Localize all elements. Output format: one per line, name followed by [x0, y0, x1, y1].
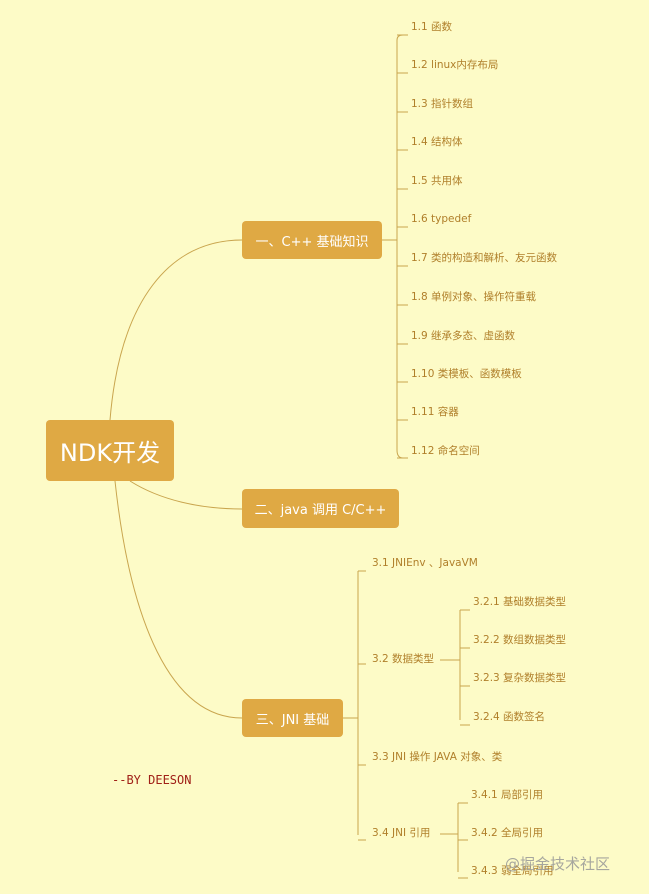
- topic-3-4-1: 3.4.1 局部引用: [471, 789, 544, 801]
- topic-1-7: 1.7 类的构造和解析、友元函数: [411, 252, 558, 264]
- topic-3-1: 3.1 JNIEnv 、JavaVM: [372, 557, 478, 569]
- branch-node-1: 一、C++ 基础知识: [242, 221, 382, 259]
- topic-1-2: 1.2 linux内存布局: [411, 59, 499, 71]
- topic-1-8: 1.8 单例对象、操作符重载: [411, 291, 537, 303]
- topic-1-4: 1.4 结构体: [411, 136, 463, 148]
- topic-3-4-3: 3.4.3 弱全局引用: [471, 865, 554, 877]
- topic-1-6: 1.6 typedef: [411, 213, 472, 225]
- topic-3-2: 3.2 数据类型: [372, 653, 435, 665]
- branch-3-label: 三、JNI 基础: [255, 712, 330, 728]
- watermark: @掘金技术社区: [505, 855, 611, 873]
- topic-1-3: 1.3 指针数组: [411, 98, 474, 110]
- author-signature: --BY DEESON: [112, 773, 192, 787]
- topic-1-12: 1.12 命名空间: [411, 445, 480, 457]
- topic-3-2-1: 3.2.1 基础数据类型: [473, 596, 567, 608]
- topic-1-11: 1.11 容器: [411, 406, 459, 418]
- topic-1-9: 1.9 继承多态、虚函数: [411, 330, 516, 342]
- topic-3-2-4: 3.2.4 函数签名: [473, 711, 546, 723]
- root-node: NDK开发: [46, 420, 174, 481]
- topic-3-2-3: 3.2.3 复杂数据类型: [473, 672, 567, 684]
- topic-1-5: 1.5 共用体: [411, 175, 463, 187]
- branch-2-label: 二、java 调用 C/C++: [254, 503, 387, 518]
- branch-node-2: 二、java 调用 C/C++: [242, 489, 399, 528]
- topic-3-2-2: 3.2.2 数组数据类型: [473, 634, 567, 646]
- topic-1-10: 1.10 类模板、函数模板: [411, 368, 522, 380]
- topic-1-1: 1.1 函数: [411, 21, 453, 33]
- root-label: NDK开发: [59, 439, 161, 467]
- topic-3-4: 3.4 JNI 引用: [372, 827, 431, 839]
- topic-3-3: 3.3 JNI 操作 JAVA 对象、类: [372, 751, 503, 763]
- topic-3-4-2: 3.4.2 全局引用: [471, 827, 544, 839]
- branch-node-3: 三、JNI 基础: [242, 699, 343, 737]
- branch-1-label: 一、C++ 基础知识: [255, 234, 369, 250]
